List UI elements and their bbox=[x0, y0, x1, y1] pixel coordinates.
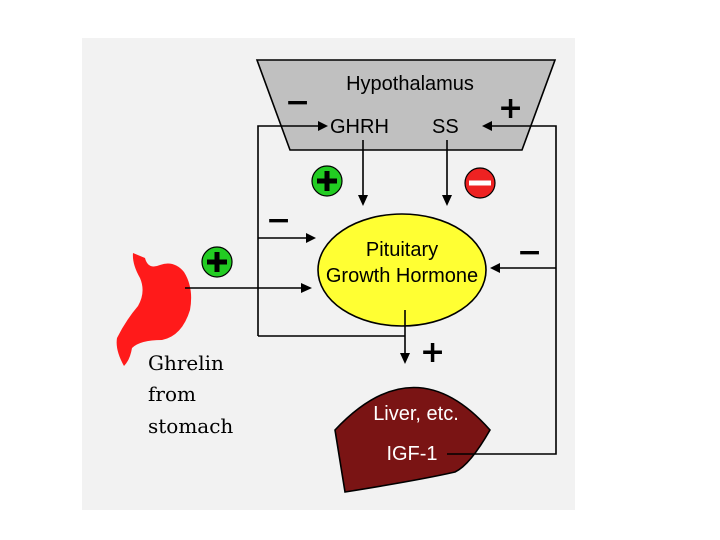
left-loop-minus-sign: − bbox=[266, 203, 291, 238]
liver-label-line2: IGF-1 bbox=[386, 443, 437, 465]
ss-inhibit-badge bbox=[464, 167, 496, 199]
ghrelin-label-line1: Ghrelin bbox=[148, 351, 224, 375]
igf1-feedback-to-pituitary-arrowhead bbox=[490, 263, 500, 273]
pituitary-to-liver-arrowhead bbox=[400, 353, 410, 364]
pituitary-label-line1: Pituitary bbox=[366, 239, 438, 261]
pituitary-to-liver-plus-sign: + bbox=[420, 335, 445, 370]
right-loop-minus-sign: − bbox=[517, 235, 542, 270]
igf1-feedback-to-ss-arrowhead bbox=[482, 121, 492, 131]
ghrelin-to-pituitary-arrowhead bbox=[301, 283, 312, 293]
ghrelin-label-line2: from bbox=[148, 382, 196, 406]
ghrelin-label-line3: stomach bbox=[148, 414, 233, 438]
ghrelin-stimulate-badge bbox=[201, 246, 233, 278]
liver-shape bbox=[334, 386, 491, 493]
pituitary-label-line2: Growth Hormone bbox=[326, 265, 478, 287]
ghrh-to-pituitary-arrowhead bbox=[358, 195, 368, 206]
hypothalamus-shape bbox=[255, 59, 557, 151]
ghrh-label: GHRH bbox=[330, 116, 389, 138]
ss-to-pituitary-arrowhead bbox=[442, 195, 452, 206]
hypothalamus-minus-sign: − bbox=[285, 85, 310, 120]
ss-label: SS bbox=[432, 116, 459, 138]
stomach-icon bbox=[116, 253, 192, 366]
hypothalamus-plus-sign: + bbox=[498, 91, 523, 126]
igf1-feedback-line bbox=[447, 125, 557, 455]
gh-feedback-to-ghrh-line bbox=[257, 125, 320, 336]
pituitary-ellipse bbox=[317, 213, 487, 327]
gh-feedback-to-pituitary-arrowhead bbox=[306, 233, 316, 243]
gh-feedback-to-ghrh-arrowhead bbox=[318, 121, 328, 131]
hypothalamus-title: Hypothalamus bbox=[346, 73, 474, 95]
liver-label-line1: Liver, etc. bbox=[373, 403, 459, 425]
ghrh-stimulate-badge bbox=[311, 165, 343, 197]
